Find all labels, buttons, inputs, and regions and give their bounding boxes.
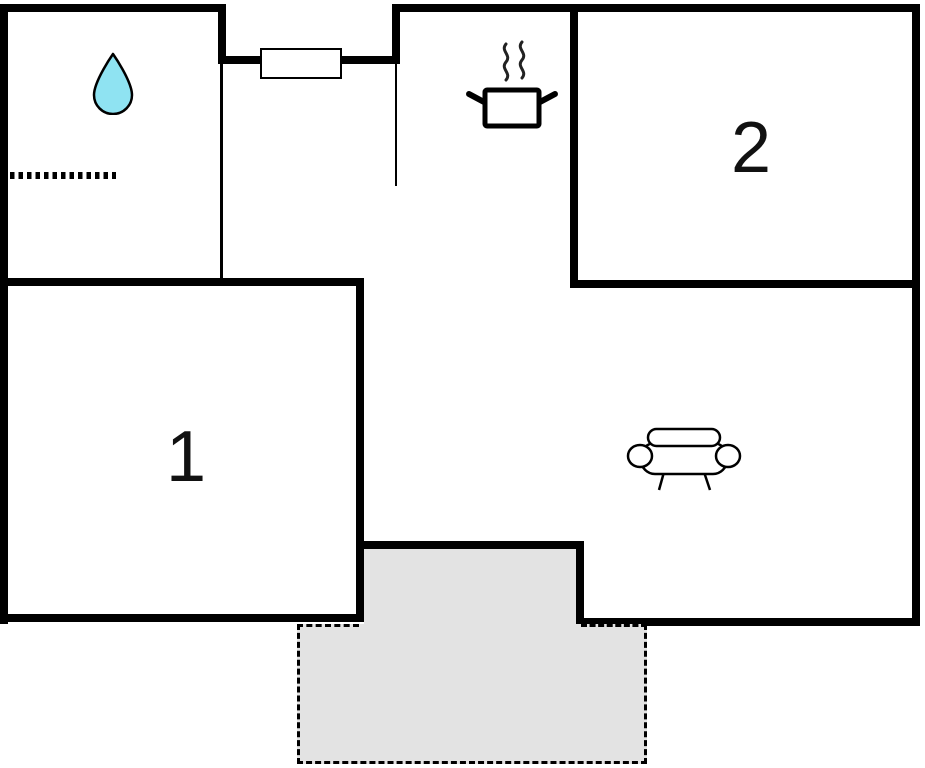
room-1-label: 1 xyxy=(165,417,207,497)
wall-room1-right xyxy=(356,278,364,549)
wall-kitchen-partition-thin xyxy=(395,62,397,186)
terrace-inner-area xyxy=(364,549,576,626)
wall-recess-left xyxy=(218,4,226,64)
wall-top-left xyxy=(0,4,226,12)
wall-terrace-step-top xyxy=(356,541,584,549)
steam-line-right xyxy=(518,40,526,80)
wall-right xyxy=(912,4,920,626)
wall-recess-right xyxy=(392,4,400,64)
terrace-dashed-edge-top-right xyxy=(581,624,647,627)
wall-room2-bottom xyxy=(570,280,920,288)
cooking-pot-icon xyxy=(466,40,558,129)
pot-handle-right xyxy=(537,91,558,105)
water-drop-icon xyxy=(92,52,134,115)
room-2-label: 2 xyxy=(730,108,772,188)
wall-terrace-step-left xyxy=(356,541,364,622)
sofa-arm-right xyxy=(714,443,742,469)
pot-body xyxy=(482,87,542,129)
wall-bottom-right xyxy=(578,618,920,626)
terrace-dashed-area xyxy=(297,624,647,764)
sofa-icon xyxy=(626,427,742,491)
wall-bathroom-bottom xyxy=(0,278,364,286)
sofa-body xyxy=(639,441,729,476)
wall-top-right xyxy=(392,4,920,12)
wall-room2-left xyxy=(570,4,578,288)
wall-bottom-left xyxy=(0,614,364,622)
wall-bathroom-right-thin xyxy=(220,60,223,282)
steam-line-left xyxy=(502,42,510,82)
wall-left xyxy=(0,4,8,624)
terrace-dashed-edge-top-left xyxy=(297,624,359,627)
pot-handle-left xyxy=(466,91,487,105)
radiator-dots-icon xyxy=(10,172,116,179)
sofa-arm-left xyxy=(626,443,654,469)
water-drop-shape xyxy=(92,52,134,115)
window-symbol xyxy=(260,48,342,79)
sofa-backrest xyxy=(646,427,722,448)
wall-terrace-step-right xyxy=(576,541,584,626)
